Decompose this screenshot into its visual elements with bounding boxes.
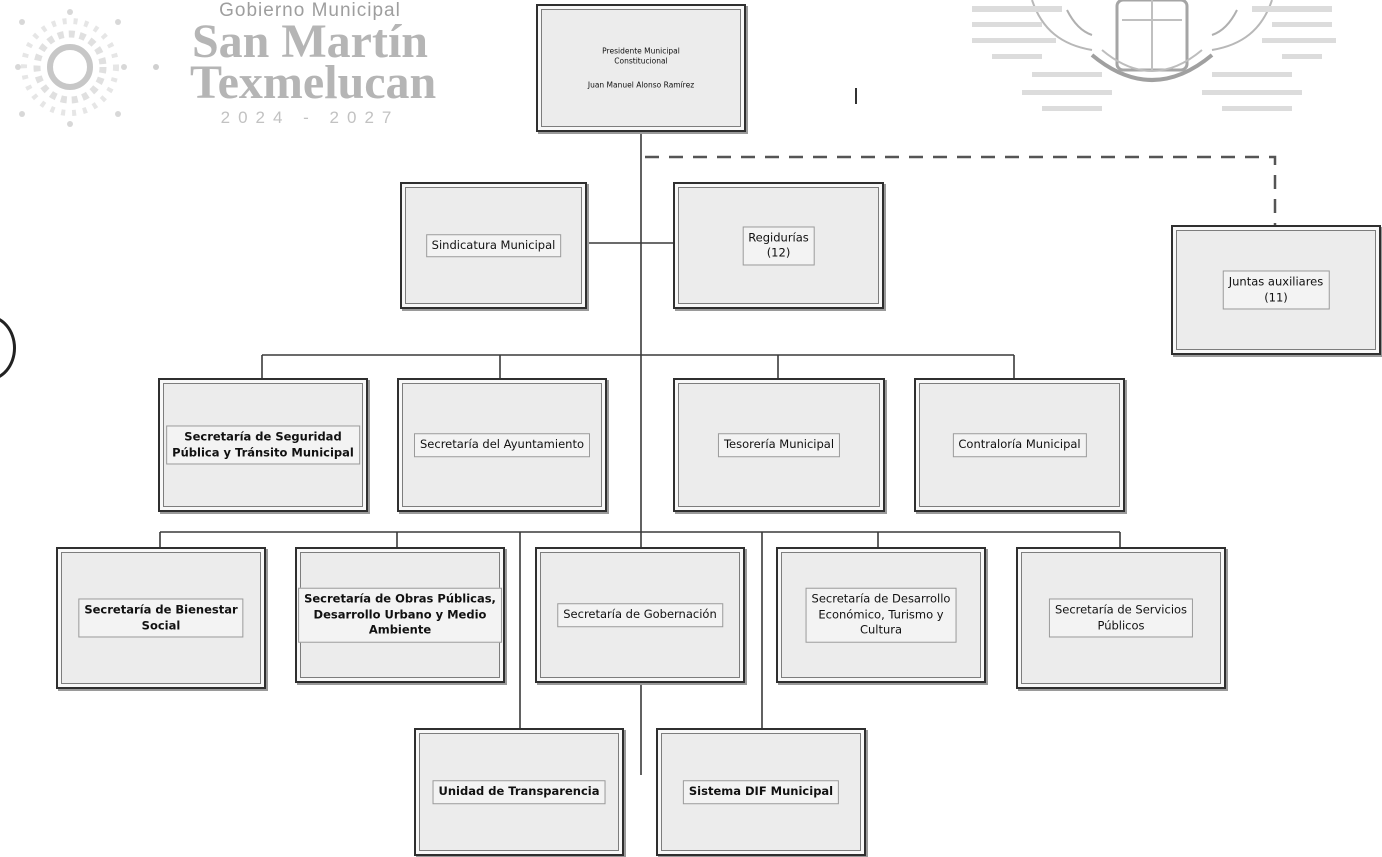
regidurias-box[interactable]: Regidurías (12)	[673, 182, 884, 309]
obras-publicas-box[interactable]: Secretaría de Obras Públicas, Desarrollo…	[295, 547, 505, 683]
desarrollo-line2: Económico, Turismo y	[818, 607, 944, 622]
juntas-dashed-connector	[645, 155, 1277, 225]
sun-emblem-icon	[15, 9, 159, 127]
contraloria-label: Contraloría Municipal	[952, 433, 1087, 457]
sindicatura-label: Sindicatura Municipal	[425, 233, 562, 258]
transparencia-box[interactable]: Unidad de Transparencia	[414, 728, 624, 856]
president-box[interactable]: Presidente Municipal Constitucional Juan…	[536, 4, 746, 132]
servicios-label: Secretaría de Servicios Públicos	[1048, 598, 1194, 638]
seguridad-line2: Pública y Tránsito Municipal	[172, 445, 354, 459]
bienestar-line1: Secretaría de Bienestar	[84, 602, 238, 617]
juntas-label: Juntas auxiliares (11)	[1222, 270, 1330, 310]
ayuntamiento-box[interactable]: Secretaría del Ayuntamiento	[397, 378, 607, 512]
president-title: Presidente Municipal	[602, 46, 680, 56]
desarrollo-line1: Secretaría de Desarrollo	[811, 591, 951, 606]
desarrollo-line3: Cultura	[859, 622, 903, 637]
obras-line2: Desarrollo Urbano y Medio	[313, 607, 487, 622]
dif-label: Sistema DIF Municipal	[682, 780, 840, 804]
transparencia-label: Unidad de Transparencia	[432, 780, 606, 804]
bienestar-social-box[interactable]: Secretaría de Bienestar Social	[56, 547, 266, 689]
municipality-name-line1: San Martín	[191, 15, 428, 68]
president-label: Presidente Municipal Constitucional Juan…	[583, 43, 699, 92]
government-line: Gobierno Municipal	[219, 0, 401, 21]
tesoreria-box[interactable]: Tesorería Municipal	[673, 378, 885, 512]
desarrollo-label: Secretaría de Desarrollo Económico, Turi…	[805, 587, 957, 643]
tesoreria-label: Tesorería Municipal	[717, 433, 841, 457]
bienestar-line2: Social	[141, 618, 181, 632]
servicios-line1: Secretaría de Servicios	[1054, 602, 1188, 617]
regidurias-title: Regidurías	[748, 229, 809, 244]
juntas-title: Juntas auxiliares	[1228, 274, 1324, 289]
regidurias-label: Regidurías (12)	[742, 225, 815, 266]
government-logo	[8, 0, 428, 140]
dif-box[interactable]: Sistema DIF Municipal	[656, 728, 866, 856]
juntas-count: (11)	[1264, 290, 1288, 304]
gobernacion-box[interactable]: Secretaría de Gobernación	[535, 547, 745, 683]
sindicatura-box[interactable]: Sindicatura Municipal	[400, 182, 587, 309]
contraloria-box[interactable]: Contraloría Municipal	[914, 378, 1125, 512]
coat-of-arms	[972, 0, 1342, 118]
municipality-wordmark: Gobierno Municipal San Martín Texmelucan…	[190, 0, 437, 128]
servicios-line2: Públicos	[1097, 618, 1145, 632]
bienestar-label: Secretaría de Bienestar Social	[78, 598, 244, 638]
coat-of-arms-icon	[972, 0, 1336, 111]
desarrollo-economico-box[interactable]: Secretaría de Desarrollo Económico, Turi…	[776, 547, 986, 683]
seguridad-publica-box[interactable]: Secretaría de Seguridad Pública y Tránsi…	[158, 378, 368, 512]
administration-period: 2024 - 2027	[220, 108, 400, 127]
obras-line3: Ambiente	[368, 622, 432, 637]
obras-line1: Secretaría de Obras Públicas,	[304, 591, 496, 606]
text-cursor-mark	[855, 88, 857, 104]
juntas-auxiliares-box[interactable]: Juntas auxiliares (11)	[1171, 225, 1381, 355]
municipality-name-line2: Texmelucan	[190, 56, 437, 109]
seguridad-line1: Secretaría de Seguridad	[184, 429, 342, 444]
seguridad-label: Secretaría de Seguridad Pública y Tránsi…	[166, 425, 360, 465]
regidurias-count: (12)	[766, 245, 791, 260]
gobernacion-label: Secretaría de Gobernación	[557, 603, 723, 627]
president-name: Juan Manuel Alonso Ramírez	[587, 79, 695, 89]
servicios-publicos-box[interactable]: Secretaría de Servicios Públicos	[1016, 547, 1226, 689]
obras-label: Secretaría de Obras Públicas, Desarrollo…	[298, 587, 502, 643]
president-subtitle: Constitucional	[614, 56, 668, 66]
ayuntamiento-label: Secretaría del Ayuntamiento	[414, 433, 590, 457]
